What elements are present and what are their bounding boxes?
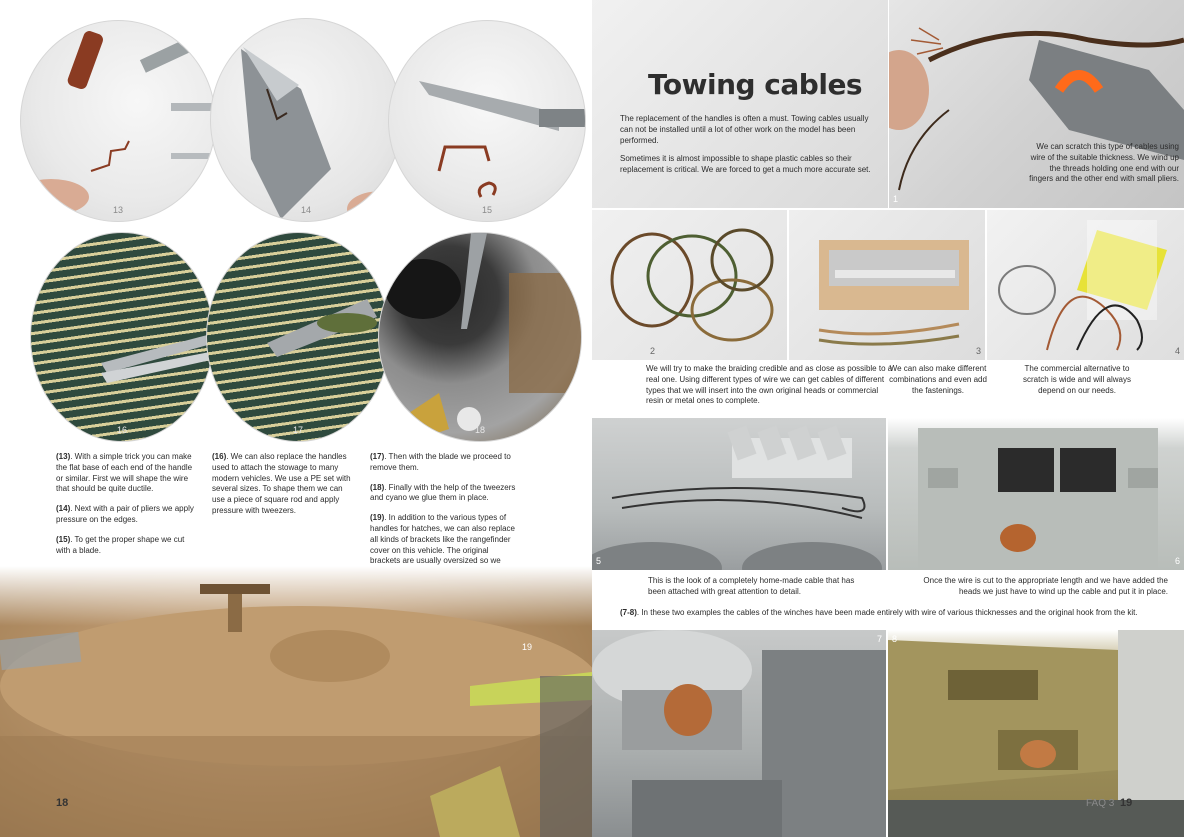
photo-2-braided-cables: 2: [592, 210, 787, 360]
photo-number-13: 13: [112, 205, 124, 215]
photo-number-15: 15: [481, 205, 493, 215]
photo-number-7: 7: [876, 634, 882, 644]
photo-number-3: 3: [975, 346, 981, 356]
photo-4-commercial-cables: 4: [987, 210, 1184, 360]
right-page: Towing cables The replacement of the han…: [592, 0, 1184, 837]
caption-4: The commercial alternative to scratch is…: [1022, 364, 1132, 395]
caption-6: Once the wire is cut to the appropriate …: [923, 576, 1168, 596]
photo-13-wire-shaping: 13: [20, 20, 216, 222]
photo-17-illustration: [267, 299, 377, 357]
photo-16-pe-set: 16: [30, 232, 214, 442]
photo-8-illustration: [888, 630, 1184, 837]
photo-17-blade-remove: 17: [206, 232, 390, 442]
caption-1: We can scratch this type of cables using…: [1029, 142, 1179, 184]
paragraph-16: (16). We can also replace the handles us…: [212, 452, 351, 515]
photo-1-scratch-cable: We can scratch this type of cables using…: [889, 0, 1184, 208]
photo-number-8: 8: [892, 634, 898, 644]
paragraph-13: (13). With a simple trick you can make t…: [56, 452, 193, 494]
photo-14-pliers: 14: [210, 18, 402, 222]
intro-paragraph-1: The replacement of the handles is often …: [620, 114, 869, 145]
photo-1-illustration: [889, 27, 1184, 191]
photo-7-illustration: [592, 630, 886, 837]
photo-6-illustration: [918, 428, 1158, 570]
photo-3-illustration: [818, 240, 969, 346]
paragraph-17: (17). Then with the blade we proceed to …: [370, 452, 511, 472]
photo-19-tank-turret: 19: [0, 566, 592, 837]
photo-18-glue-in-place: 18: [378, 232, 582, 442]
photo-number-2: 2: [650, 346, 656, 356]
intro-text: The replacement of the handles is often …: [620, 114, 878, 184]
photo-13-illustration: [21, 31, 215, 215]
photo-3-cable-fastenings: 3: [789, 210, 985, 360]
left-page: 13 14 15 16 17: [0, 18, 592, 837]
photo-5-illustration: [592, 425, 882, 570]
photo-6-wound-cable: 6: [888, 418, 1184, 570]
photo-15-illustration: [419, 81, 585, 198]
caption-5: This is the look of a completely home-ma…: [648, 576, 855, 596]
photo-14-illustration: [241, 47, 401, 221]
photo-number-5: 5: [596, 556, 602, 566]
page-number-left: 18: [56, 797, 69, 809]
photo-5-home-made-cable: 5: [592, 418, 886, 570]
photo-8-winch-hook: 8: [888, 630, 1184, 837]
photo-15-blade-cut: 15: [388, 20, 586, 222]
photo-19-illustration: [0, 584, 592, 837]
photo-number-4: 4: [1174, 346, 1180, 356]
photo-7-winch-cable: 7: [592, 630, 886, 837]
photo-number-6: 6: [1174, 556, 1180, 566]
text-column-2: (16). We can also replace the handles us…: [212, 452, 354, 526]
paragraph-15: (15). To get the proper shape we cut wit…: [56, 534, 185, 555]
page-number-right: 19: [1120, 797, 1133, 809]
photo-number-18: 18: [474, 425, 486, 435]
caption-2: We will try to make the braiding credibl…: [646, 364, 893, 406]
paragraph-14: (14). Next with a pair of pliers we appl…: [56, 504, 194, 524]
photo-number-14: 14: [300, 205, 312, 215]
page-title: Towing cables: [648, 68, 863, 101]
caption-3: We can also make different combinations …: [889, 364, 987, 395]
paragraph-18: (18). Finally with the help of the tweez…: [370, 482, 516, 503]
photo-number-1: 1: [893, 194, 899, 204]
photo-4-illustration: [998, 220, 1167, 351]
footer-label: FAQ 3: [1086, 798, 1115, 809]
photo-number-17: 17: [292, 425, 304, 435]
photo-16-illustration: [101, 333, 213, 383]
caption-7-8: (7-8). In these two examples the cables …: [620, 608, 1138, 617]
photo-number-19: 19: [522, 642, 533, 652]
photo-number-16: 16: [116, 425, 128, 435]
header-block: Towing cables The replacement of the han…: [592, 0, 888, 208]
text-column-1: (13). With a simple trick you can make t…: [56, 452, 196, 565]
photo-18-illustration: [385, 233, 581, 439]
intro-paragraph-2: Sometimes it is almost impossible to sha…: [620, 154, 871, 175]
photo-2-illustration: [610, 228, 774, 342]
